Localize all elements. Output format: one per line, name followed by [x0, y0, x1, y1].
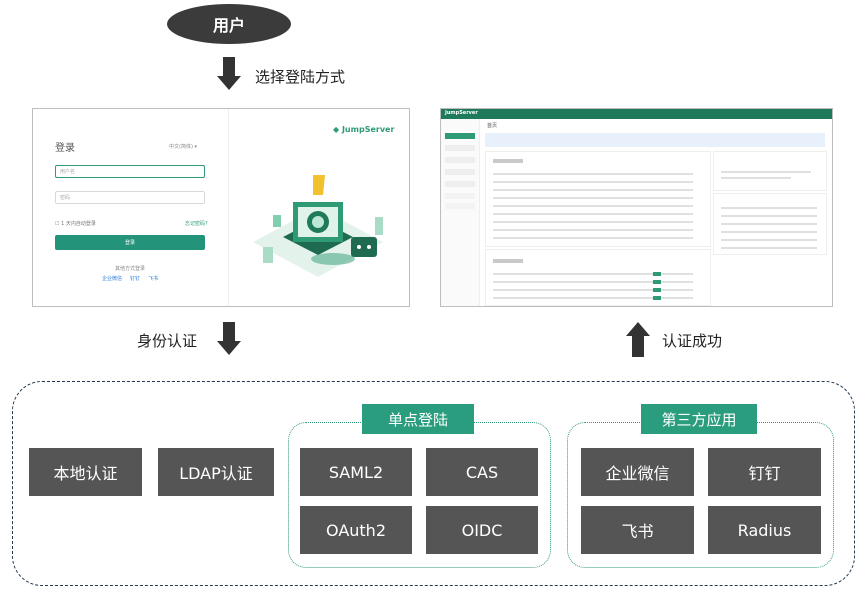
forgot-password-link[interactable]: 忘记密码? [185, 221, 208, 227]
feishu-box: 飞书 [581, 506, 694, 554]
login-divider [228, 109, 229, 306]
dashboard-rows [493, 159, 817, 300]
cas-box: CAS [426, 448, 538, 496]
auth-methods-group [12, 381, 855, 586]
arrow-down-icon [217, 57, 241, 91]
local-auth-box: 本地认证 [29, 448, 142, 496]
sidebar-item[interactable] [445, 193, 475, 199]
user-node: 用户 [167, 4, 291, 44]
wecom-box: 企业微信 [581, 448, 694, 496]
tasks-panel [485, 249, 711, 306]
password-input[interactable]: 密码 [55, 191, 205, 204]
radius-box: Radius [708, 506, 821, 554]
ldap-auth-box: LDAP认证 [158, 448, 274, 496]
dingtalk-box: 钉钉 [708, 448, 821, 496]
login-brand: ◆ JumpServer [333, 125, 394, 134]
dashboard-brand: JumpServer [445, 110, 478, 116]
arrow-down-icon [217, 322, 241, 356]
sidebar-item[interactable] [445, 157, 475, 163]
oauth2-box: OAuth2 [300, 506, 412, 554]
provider-dingtalk[interactable]: 钉钉 [129, 276, 140, 282]
sidebar-item[interactable] [445, 181, 475, 187]
sso-group-title: 单点登陆 [362, 404, 474, 434]
step-auth-success: 认证成功 [662, 332, 723, 350]
remember-checkbox[interactable]: ☐ 1 天内自动登录 [55, 221, 96, 227]
login-button[interactable]: 登录 [55, 235, 205, 250]
remember-label: 1 天内自动登录 [61, 221, 96, 227]
arrow-up-icon [626, 322, 650, 358]
other-methods-label: 其他方式登录 [114, 266, 145, 272]
login-screenshot: 登录 中文(简体) ▾ 用户名 密码 ☐ 1 天内自动登录 忘记密码? 登录 其… [32, 108, 410, 307]
username-input[interactable]: 用户名 [55, 165, 205, 178]
sidebar-item[interactable] [445, 203, 475, 209]
login-providers: 企业微信 钉钉 飞书 [55, 275, 205, 282]
login-brand-text: JumpServer [341, 125, 395, 134]
oidc-box: OIDC [426, 506, 538, 554]
dashboard-screenshot: JumpServer 首页 [440, 108, 833, 307]
provider-feishu[interactable]: 飞书 [148, 276, 159, 282]
dashboard-topbar [441, 109, 832, 119]
login-illustration [253, 175, 383, 277]
jumpserver-logo-icon: ◆ [333, 125, 340, 134]
dashboard-breadcrumb: 首页 [487, 123, 498, 129]
step-authentication: 身份认证 [137, 332, 198, 350]
provider-wecom[interactable]: 企业微信 [101, 276, 122, 282]
saml2-box: SAML2 [300, 448, 412, 496]
step-choose-login: 选择登陆方式 [255, 68, 346, 86]
sidebar-item[interactable] [445, 169, 475, 175]
sidebar-item[interactable] [445, 145, 475, 151]
third-party-group-title: 第三方应用 [641, 404, 757, 434]
language-select[interactable]: 中文(简体) ▾ [169, 144, 198, 150]
login-title: 登录 [55, 143, 75, 154]
dashboard-notice [485, 133, 825, 147]
sidebar-item-active[interactable] [445, 133, 475, 139]
